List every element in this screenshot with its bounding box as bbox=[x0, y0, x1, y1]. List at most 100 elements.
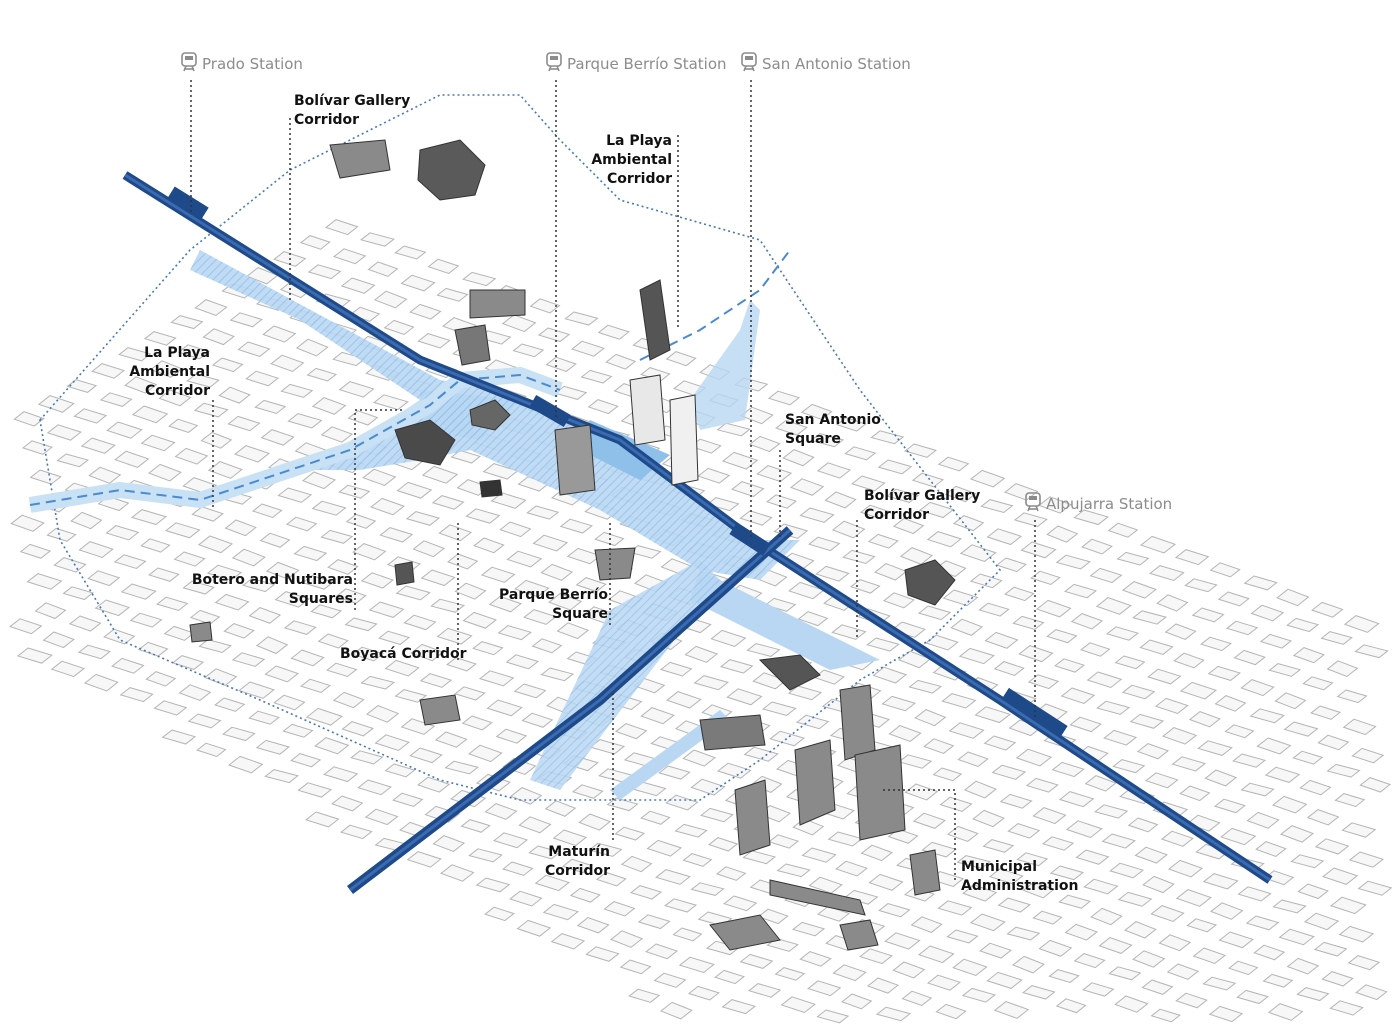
building-block bbox=[1218, 931, 1254, 949]
building-block bbox=[653, 972, 687, 988]
building-block bbox=[1186, 814, 1221, 832]
building-block bbox=[1334, 793, 1366, 808]
building-block bbox=[1297, 883, 1329, 900]
building-block bbox=[868, 873, 904, 891]
building-block bbox=[1054, 658, 1085, 673]
building-block bbox=[888, 725, 922, 742]
building-block bbox=[645, 943, 679, 960]
building-block bbox=[143, 331, 177, 346]
label-line: Ambiental bbox=[129, 364, 210, 380]
building-block bbox=[1191, 607, 1225, 623]
building-block bbox=[948, 722, 985, 739]
building-block bbox=[1188, 711, 1221, 728]
building-block bbox=[739, 953, 774, 969]
building-block bbox=[619, 959, 652, 975]
building-block bbox=[1228, 960, 1259, 976]
building-block bbox=[824, 491, 857, 509]
building-block bbox=[1174, 549, 1210, 566]
building-block bbox=[186, 373, 220, 388]
building-block bbox=[910, 916, 943, 934]
building-block bbox=[1272, 899, 1307, 914]
building-block bbox=[405, 511, 441, 526]
building-block bbox=[1355, 984, 1388, 1001]
building-block bbox=[917, 605, 952, 621]
building-block bbox=[978, 602, 1010, 617]
label-parque-berrio-square: Parque Berrío Square bbox=[490, 586, 608, 624]
building-block bbox=[1095, 597, 1132, 615]
building-block bbox=[959, 544, 997, 562]
building-block bbox=[324, 219, 359, 236]
building-block bbox=[614, 723, 648, 740]
building-block bbox=[877, 459, 913, 475]
building-block bbox=[1264, 766, 1301, 783]
building-block bbox=[251, 503, 283, 519]
building-block bbox=[462, 271, 497, 287]
building-block bbox=[799, 951, 832, 967]
station-prado: Prado Station bbox=[180, 52, 303, 77]
building-block bbox=[111, 657, 145, 674]
building-block bbox=[897, 650, 932, 669]
building-block bbox=[438, 524, 473, 542]
building-block bbox=[170, 315, 204, 330]
building-block bbox=[1347, 955, 1381, 971]
building-block bbox=[1329, 1000, 1364, 1016]
building-block bbox=[421, 465, 459, 484]
building-block bbox=[1245, 915, 1280, 931]
building-block bbox=[78, 541, 114, 559]
building-block bbox=[747, 983, 782, 998]
building-block bbox=[395, 585, 431, 601]
label-line: San Antonio bbox=[785, 412, 881, 428]
building-block bbox=[42, 631, 75, 649]
building-block bbox=[972, 809, 1005, 828]
building-block bbox=[1069, 716, 1102, 733]
building-block bbox=[29, 469, 62, 485]
building-block bbox=[131, 405, 169, 424]
building-block bbox=[480, 566, 516, 583]
building-block bbox=[1164, 623, 1197, 640]
building-block bbox=[238, 681, 275, 699]
building-block bbox=[605, 353, 637, 370]
building-block bbox=[739, 510, 773, 526]
building-block bbox=[693, 675, 729, 691]
building-block bbox=[119, 687, 154, 703]
building-block bbox=[362, 468, 397, 486]
building-block bbox=[516, 919, 552, 937]
building-block bbox=[234, 445, 271, 463]
building-block bbox=[1179, 681, 1218, 700]
building-block bbox=[1175, 889, 1212, 907]
building-block bbox=[743, 746, 779, 762]
building-block bbox=[911, 472, 945, 488]
building-block bbox=[1114, 655, 1146, 670]
building-block bbox=[351, 646, 384, 662]
building-block bbox=[690, 778, 726, 796]
landmark-buildings bbox=[189, 139, 956, 951]
building-block bbox=[666, 691, 702, 709]
building-block bbox=[1144, 772, 1179, 789]
building-block bbox=[603, 901, 636, 917]
building-block bbox=[1359, 777, 1392, 793]
building-block bbox=[587, 399, 619, 415]
building-block bbox=[274, 591, 310, 608]
building-block bbox=[277, 487, 313, 503]
building-block bbox=[731, 481, 765, 498]
building-block bbox=[534, 874, 570, 892]
building-block bbox=[878, 903, 911, 918]
building-block bbox=[1197, 740, 1233, 756]
building-block bbox=[1046, 525, 1079, 543]
building-block bbox=[872, 666, 908, 684]
building-block bbox=[140, 538, 171, 553]
train-icon bbox=[545, 52, 563, 77]
building-block bbox=[62, 586, 94, 601]
building-block bbox=[1233, 649, 1266, 666]
building-block bbox=[1070, 613, 1104, 630]
building-block bbox=[150, 360, 183, 378]
building-block bbox=[283, 620, 317, 635]
building-block bbox=[255, 739, 291, 755]
building-block bbox=[203, 668, 238, 686]
building-block bbox=[406, 851, 442, 868]
building-block bbox=[1213, 798, 1246, 814]
building-block bbox=[532, 534, 569, 552]
building-block bbox=[46, 424, 82, 441]
building-block bbox=[436, 287, 469, 302]
building-block bbox=[570, 340, 605, 357]
